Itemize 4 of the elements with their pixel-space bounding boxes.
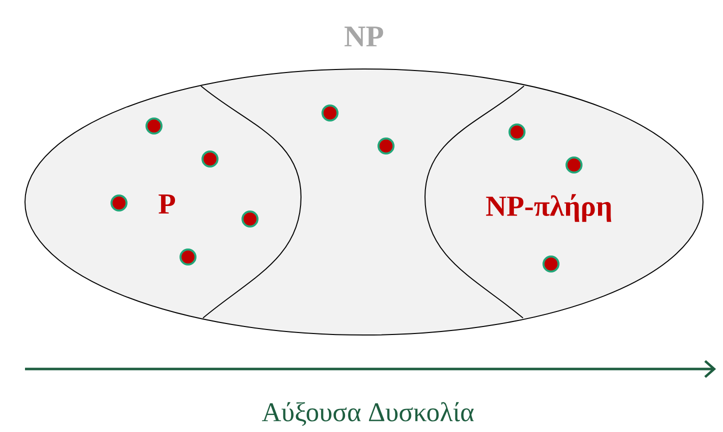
node-label: NP (344, 26, 384, 46)
subset-region: P (158, 86, 302, 318)
subset-region: NP-πλήρη (424, 86, 612, 318)
axis-caption: Αύξουσα Δυσκολία (262, 402, 474, 426)
